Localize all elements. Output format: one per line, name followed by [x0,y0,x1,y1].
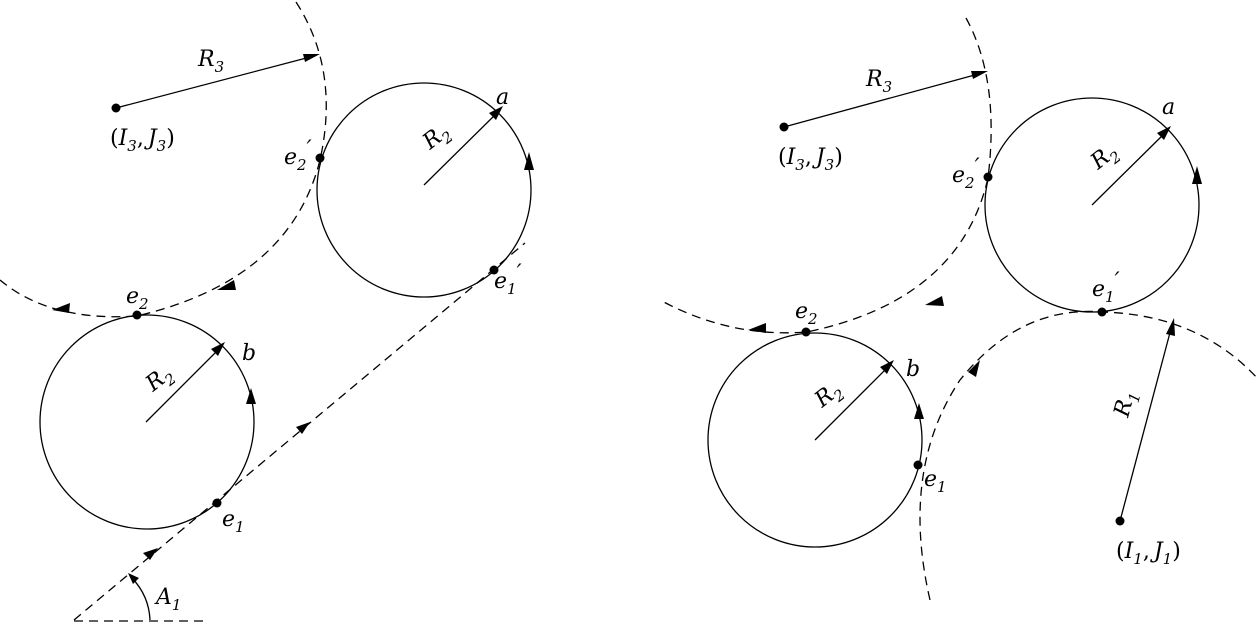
left-r3-line [115,55,315,109]
right-arrow-circle-bottom [914,403,924,419]
left-e2p-point [315,153,325,163]
left-angle-arrow [128,573,139,584]
right-arrow-arc3-2 [748,323,766,333]
right-label-r3: R3 [865,67,892,96]
right-r2-bottom-line [814,363,892,441]
right-label-b: b [906,357,920,382]
left-arrow-tangent-2 [143,548,158,560]
left-arrow-tangent-1 [296,422,310,434]
left-label-a1: A1 [154,585,181,614]
right-center1-point [1115,516,1125,526]
right-r2-top-arrowhead [1157,126,1171,140]
right-label-r1: R1 [1109,388,1144,422]
left-arrow-arc-1 [217,280,236,290]
left-arrow-circle-top [524,152,534,170]
right-label-a: a [1162,95,1175,120]
right-r1-line [1119,324,1173,522]
right-circle-top [984,97,1200,313]
left-label-e2: e2 [126,284,149,313]
left-arrow-circle-bottom [246,388,256,404]
left-arrow-arc-2 [52,303,70,313]
left-angle-arc [131,577,151,621]
left-e2-point [132,310,142,320]
right-r1-arrowhead [1166,318,1175,336]
left-r2-top-line [423,109,501,186]
right-e2p-point [983,172,993,182]
left-label-center3: (I3,J3) [110,126,175,155]
left-e1p-point [489,265,499,275]
left-circle-bottom [39,314,255,530]
right-arrow-arc3-1 [925,296,944,306]
right-label-e2: e2 [795,299,818,328]
left-label-a: a [496,85,509,110]
right-center3-point [779,122,789,132]
right-label-r2-bottom: R2 [810,377,849,417]
right-label-center3: (I3,J3) [778,145,843,174]
left-r2-bottom-line [145,345,223,423]
left-r3-arrowhead [303,54,320,62]
left-arc-r3 [0,1,327,318]
left-e1-point [212,498,222,508]
right-r2-bottom-arrowhead [880,360,894,374]
right-r3-arrowhead [971,71,988,79]
left-diagram: R3 (I3,J3) a R2 e2′ e1′ e2 b R2 e1 A1 [0,1,534,622]
right-label-e1p: e1′ [1092,269,1120,306]
left-r2-bottom-arrowhead [211,342,225,356]
left-label-e1: e1 [222,507,245,536]
left-circle-top [316,82,532,298]
right-e2-point [801,327,811,337]
left-center3-point [111,103,121,113]
left-label-b: b [242,341,256,366]
right-r3-line [783,72,983,128]
right-arrow-arc1 [968,360,980,377]
right-r2-top-line [1091,129,1169,206]
left-r2-top-arrowhead [489,106,503,120]
right-e1-point [913,460,923,470]
right-diagram: R3 (I3,J3) a R2 e2′ e1′ e2 b R2 R1 e1 (I… [659,17,1259,601]
left-label-e2p: e2′ [284,137,312,174]
right-label-e2p: e2′ [952,155,980,192]
right-arrow-circle-top [1192,166,1202,184]
right-arc-r3 [659,17,992,334]
right-e1p-point [1097,307,1107,317]
right-circle-bottom [707,332,923,548]
right-label-e1: e1 [924,467,947,496]
left-label-r3: R3 [197,47,224,76]
right-arc-r1 [919,310,1259,601]
left-label-e1p: e1′ [494,261,522,298]
right-label-center1: (I1,J1) [1116,539,1181,568]
left-label-r2-top: R2 [418,119,457,159]
right-label-r2-top: R2 [1086,139,1125,179]
